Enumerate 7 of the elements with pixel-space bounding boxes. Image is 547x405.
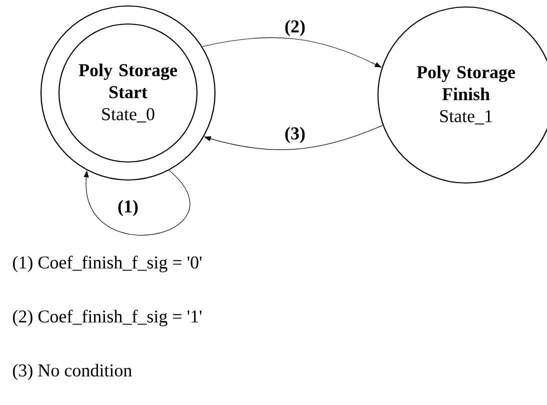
condition-note: (2) Coef_finish_f_sig = '1' — [12, 310, 202, 326]
edge-label: (2) — [284, 18, 306, 38]
arrow — [84, 170, 190, 236]
edge-label: (3) — [284, 126, 306, 144]
condition-note: (3) No condition — [12, 364, 132, 380]
condition-note: (1) Coef_finish_f_sig = '0' — [12, 256, 202, 272]
edge-label: (1) — [116, 198, 140, 218]
